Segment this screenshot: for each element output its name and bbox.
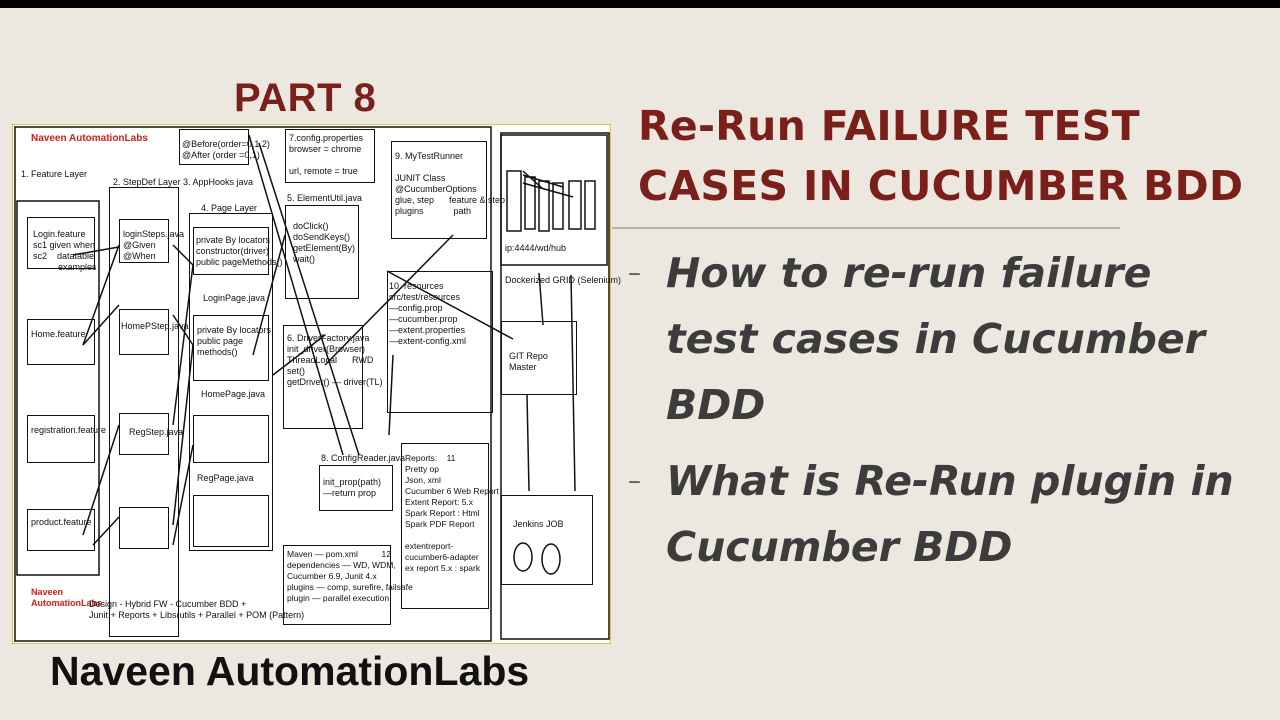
configreader-text: init_prop(path) —return prop <box>323 477 382 498</box>
top-black-bar <box>0 0 1280 8</box>
git-text: GIT Repo Master <box>509 351 548 372</box>
driverfactory-text: 6. DriverFactory.java init_driver(Browse… <box>287 333 383 387</box>
feature-column <box>16 200 100 576</box>
slide-title-line-2: CASES IN CUCUMBER BDD <box>638 162 1244 210</box>
slide-title-line-1: Re-Run FAILURE TEST <box>638 102 1140 150</box>
elementutil-title: 5. ElementUtil.java <box>287 193 363 203</box>
maven-text: Maven — pom.xml 12 dependencies — WD, WD… <box>287 549 413 603</box>
dash-bullet-icon: – <box>628 258 641 288</box>
git-box <box>501 321 577 395</box>
reg-steps-text: RegStep.java <box>129 427 184 437</box>
login-page-name: LoginPage.java <box>203 293 266 303</box>
registration-feature-text: registration.feature <box>31 425 107 435</box>
maven-box <box>283 545 391 625</box>
home-feature-box <box>27 319 95 365</box>
extra-page-box <box>193 415 269 463</box>
home-steps-text: HomePStep.java <box>121 321 189 331</box>
footer-brand: Naveen AutomationLabs <box>50 648 530 694</box>
configreader-box <box>319 465 393 511</box>
resources-box <box>387 271 493 413</box>
home-steps-box <box>119 309 169 355</box>
product-feature-text: product.feature <box>31 517 92 527</box>
home-page-text: private By locators public page methods(… <box>197 325 272 357</box>
resources-text: 10. resources src/test/resources —config… <box>389 281 467 346</box>
home-feature-text: Home.feature <box>31 329 86 339</box>
bullet-item: – What is Re-Run plugin in Cucumber BDD <box>628 448 1268 580</box>
architecture-diagram: Naveen AutomationLabs 1. Feature Layer 2… <box>12 124 621 644</box>
registration-feature-box <box>27 415 95 463</box>
reports-box <box>401 443 489 609</box>
page-layer-label: 4. Page Layer <box>201 203 258 213</box>
reports-text: Reports: 11 Pretty op Json, xml Cucumber… <box>405 453 499 573</box>
login-page-box <box>193 227 269 275</box>
runner-text: 9. MyTestRunner JUNIT Class @CucumberOpt… <box>395 151 506 216</box>
diagram-brand-bottom: Naveen AutomationLabs <box>31 587 102 608</box>
home-page-box <box>193 315 269 381</box>
bullet-text: How to re-run failure test cases in Cucu… <box>666 249 1205 429</box>
page-column <box>189 213 273 551</box>
bullet-text: What is Re-Run plugin in Cucumber BDD <box>666 457 1234 571</box>
config-text: 7.config.properties browser = chrome url… <box>289 133 364 176</box>
bullet-list: – How to re-run failure test cases in Cu… <box>628 240 1268 580</box>
home-page-name: HomePage.java <box>201 389 266 399</box>
hooks-text: @Before(order=0,1,2) @After (order =0,1) <box>182 139 270 160</box>
config-box <box>285 129 375 183</box>
diagram-brand-top: Naveen AutomationLabs <box>31 133 148 144</box>
reg-steps-box <box>119 413 169 455</box>
feature-layer-label: 1. Feature Layer <box>21 169 88 179</box>
stepdef-layer-label: 2. StepDef Layer <box>113 177 181 187</box>
reg-page-name: RegPage.java <box>197 473 254 483</box>
title-divider <box>612 227 1120 229</box>
login-steps-text: loginSteps.java @Given @When <box>123 229 185 261</box>
apphooks-label: 3. AppHooks java <box>183 177 254 187</box>
slide-title: Re-Run FAILURE TEST CASES IN CUCUMBER BD… <box>638 96 1278 216</box>
product-feature-box <box>27 509 95 551</box>
login-page-text: private By locators constructor(driver) … <box>196 235 283 267</box>
part-label: PART 8 <box>234 76 377 120</box>
bullet-item: – How to re-run failure test cases in Cu… <box>628 240 1268 438</box>
elementutil-text: doClick() doSendKeys() getElement(By) wa… <box>293 221 356 264</box>
runner-box <box>391 141 487 239</box>
driverfactory-box <box>283 325 363 429</box>
configreader-title: 8. ConfigReader.java <box>321 453 406 463</box>
jenkins-box <box>501 495 593 585</box>
diagram-lines <box>14 126 610 642</box>
reg-page-box <box>193 495 269 547</box>
dash-bullet-icon: – <box>628 466 641 496</box>
grid-url: ip:4444/wd/hub <box>505 243 567 253</box>
jenkins-text: Jenkins JOB <box>513 519 564 529</box>
grid-label: Dockerized GRID (Selenium) <box>505 275 622 285</box>
stepdef-column <box>109 187 179 637</box>
diagram-frame <box>14 126 492 642</box>
product-steps-box <box>119 507 169 549</box>
design-text: Design - Hybrid FW - Cucumber BDD + Juni… <box>89 599 305 620</box>
login-feature-text: Login.feature sc1 given when sc2 datatab… <box>33 229 97 272</box>
apphooks-box <box>179 129 249 165</box>
login-steps-box <box>119 219 169 263</box>
login-feature-box <box>27 217 95 269</box>
elementutil-box <box>285 205 359 299</box>
